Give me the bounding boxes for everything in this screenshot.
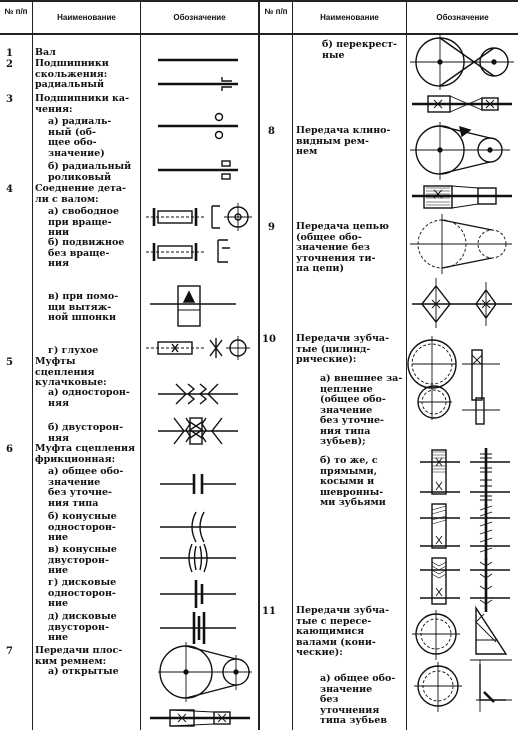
row-number: 10 (262, 334, 276, 345)
item-text: б) перекрест- ные (322, 39, 397, 61)
gear-tooth-types-symbol (420, 448, 510, 612)
item-text: Муфта сцепления фрикционная: (35, 443, 136, 465)
item-text: а) общее обо- значение без уточне- ния т… (48, 466, 124, 509)
item-text: г) глухое (48, 345, 99, 356)
item-text: а) внешнее за- цепление (общее обо- знач… (320, 373, 403, 447)
row-number: 11 (262, 606, 276, 617)
item-text: Соеднение дета- ли с валом: (35, 183, 126, 205)
row-number: 6 (6, 444, 13, 455)
item-text: Муфты сцепления кулачковые: (35, 356, 107, 388)
col-divider (406, 0, 407, 730)
bevel-gear-symbol (412, 605, 512, 661)
cone-clutch-single-symbol (160, 511, 236, 543)
item-text: г) дисковые односторон- ние (48, 577, 117, 609)
spur-gear-section-symbol (462, 349, 500, 425)
chain-drive-symbol (410, 214, 512, 274)
item-text: а) открытые (48, 666, 119, 677)
item-text: Передача цепью (общее обо- значение без … (296, 221, 389, 274)
flat-belt-open-section-symbol (150, 709, 250, 727)
item-text: в) при помо- щи вытяж- ной шпонки (48, 291, 119, 323)
item-text: Передача клино- видным рем- нем (296, 125, 391, 157)
item-text: Подшипники ка- чения: (35, 93, 130, 115)
item-text: а) радиаль- ный (об- щее обо- значение) (48, 116, 112, 159)
row-number: 2 (6, 59, 13, 70)
item-text: Передачи плос- ким ремнем: (35, 645, 123, 667)
header-name: Наименование (320, 13, 379, 22)
header-designation: Обозначение (436, 13, 489, 22)
free-fit-symbol (146, 203, 252, 231)
header-name: Наименование (57, 13, 116, 22)
spur-gear-symbol (407, 336, 457, 420)
col-divider (292, 0, 293, 730)
header-designation: Обозначение (173, 13, 226, 22)
ball-bearing-symbol (158, 112, 238, 140)
item-text: в) конусные двусторон- ние (48, 544, 117, 576)
item-text: б) радиальный роликовый (48, 161, 132, 183)
fixed-fit-symbol (146, 336, 250, 360)
bevel-gear-general-symbol (414, 660, 512, 712)
row-number: 1 (6, 48, 13, 59)
item-text: а) общее обо- значение без уточнения тип… (320, 673, 396, 726)
row-number: 4 (6, 184, 13, 195)
item-text: б) двусторон- няя (48, 422, 124, 444)
disc-clutch-double-symbol (160, 612, 236, 644)
jaw-clutch-single-symbol (158, 383, 238, 405)
item-text: д) дисковые двусторон- ние (48, 611, 117, 643)
item-text: б) конусные односторон- ние (48, 511, 117, 543)
cone-clutch-double-symbol (160, 543, 236, 573)
item-text: Передачи зубча- тые с пересе- кающимися … (296, 605, 390, 658)
col-divider (258, 0, 260, 730)
feather-key-symbol (150, 285, 236, 327)
item-text: б) то же, с прямыми, косыми и шевронны- … (320, 455, 386, 508)
flat-belt-crossed-symbol (410, 34, 514, 90)
item-text: а) односторон- няя (48, 387, 130, 409)
friction-clutch-symbol (160, 474, 236, 494)
plain-bearing-symbol (158, 77, 238, 91)
header-num: № п/п (264, 7, 288, 16)
row-number: 8 (268, 126, 275, 137)
row-number: 3 (6, 94, 13, 105)
item-text: а) свободное при враще- нии (48, 206, 120, 238)
item-text: Подшипники скольжения: радиальный (35, 58, 109, 90)
row-number: 7 (6, 646, 13, 657)
flat-belt-crossed-section-symbol (412, 95, 512, 113)
roller-bearing-symbol (158, 160, 238, 180)
row-number: 9 (268, 222, 275, 233)
item-text: Вал (35, 47, 56, 58)
header-num: № п/п (4, 7, 28, 16)
flat-belt-open-symbol (158, 642, 252, 702)
jaw-clutch-double-symbol (158, 417, 238, 445)
v-belt-symbol (410, 122, 510, 180)
disc-clutch-single-symbol (160, 580, 236, 608)
row-number: 5 (6, 357, 13, 368)
sliding-fit-symbol (146, 239, 230, 263)
item-text: Передачи зубча- тые (цилинд- рические): (296, 333, 390, 365)
v-belt-section-symbol (412, 185, 512, 209)
col-divider (32, 0, 33, 730)
item-text: б) подвижное без враще- ния (48, 237, 125, 269)
chain-section-symbol (412, 278, 512, 328)
col-divider (140, 0, 141, 730)
